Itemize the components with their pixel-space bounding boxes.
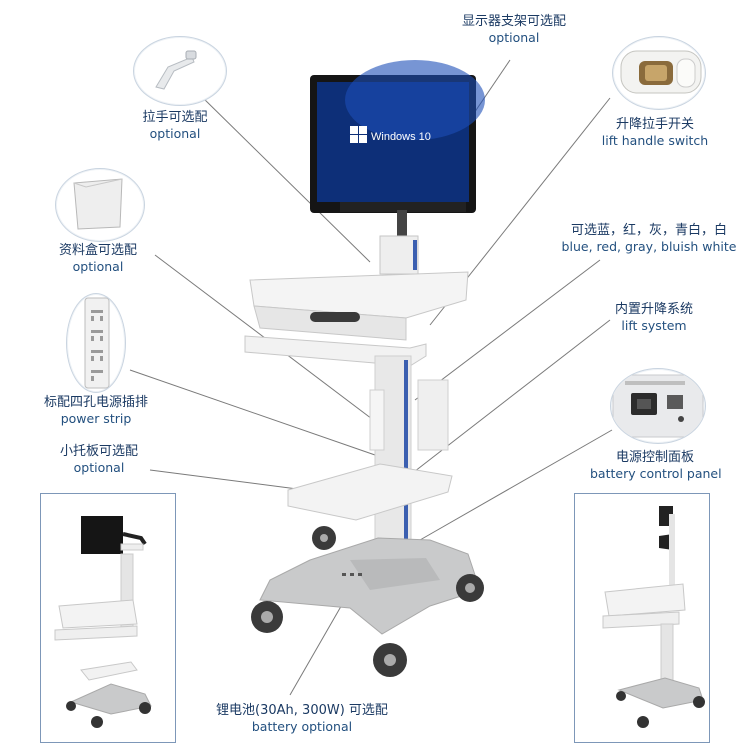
callout-handle-zh: 拉手可选配 (142, 110, 208, 125)
callout-colors-zh: 可选蓝，红，灰，青白，白 (570, 223, 727, 238)
callout-lift-system-zh: 内置升降系统 (614, 302, 693, 317)
leader-line-power-strip (129, 369, 376, 456)
control-panel-inset (610, 368, 706, 444)
callout-colors: 可选蓝，红，灰，青白，白 blue, red, gray, bluish whi… (556, 223, 742, 255)
monitor (310, 60, 485, 213)
leader-line-control-panel (419, 429, 613, 541)
callout-storage-box: 资料盒可选配 optional (40, 243, 156, 275)
callout-colors-en: blue, red, gray, bluish white (561, 239, 737, 255)
callout-lift-system: 内置升降系统 lift system (596, 302, 712, 334)
lift-switch-inset (612, 36, 706, 110)
handle-illustration (155, 50, 197, 90)
variant-right-cart (602, 506, 705, 728)
power-strip-illustration (84, 297, 110, 389)
callout-small-tray-zh: 小托板可选配 (59, 444, 138, 459)
callout-storage-box-en: optional (72, 259, 124, 275)
leader-line-colors (414, 259, 601, 401)
callout-battery-zh: 锂电池(30Ah, 300W) 可选配 (216, 703, 388, 718)
callout-battery: 锂电池(30Ah, 300W) 可选配 battery optional (212, 703, 392, 735)
control-panel-illustration (612, 374, 704, 438)
lift-switch-illustration (620, 50, 702, 94)
callout-control-panel-en: battery control panel (590, 466, 722, 482)
callout-handle-en: optional (149, 126, 201, 142)
callout-power-strip-zh: 标配四孔电源插排 (43, 395, 148, 410)
callout-control-panel-zh: 电源控制面板 (615, 450, 694, 465)
callout-power-strip: 标配四孔电源插排 power strip (28, 395, 164, 427)
leader-line-handle (199, 94, 371, 263)
main-cart-illustration (244, 60, 485, 677)
variant-right-frame (574, 493, 710, 743)
callout-handle: 拉手可选配 optional (120, 110, 230, 142)
variant-left-cart (54, 516, 152, 728)
screen-os-label: Windows 10 (371, 131, 431, 143)
callout-control-panel: 电源控制面板 battery control panel (590, 450, 722, 482)
callout-lift-switch-en: lift handle switch (601, 133, 709, 149)
wheels (251, 526, 484, 677)
callout-small-tray: 小托板可选配 optional (44, 444, 154, 476)
storage-box-illustration (73, 178, 123, 230)
power-strip-inset (66, 293, 126, 393)
storage-box-inset (55, 168, 145, 242)
callout-monitor-mount-en: optional (488, 30, 540, 46)
variant-left-frame (40, 493, 176, 743)
callout-small-tray-en: optional (73, 460, 125, 476)
callout-lift-switch-zh: 升降拉手开关 (615, 117, 694, 132)
callout-battery-en: battery optional (251, 719, 353, 735)
callout-lift-switch: 升降拉手开关 lift handle switch (595, 117, 715, 149)
callout-monitor-mount-zh: 显示器支架可选配 (461, 14, 566, 29)
callout-storage-box-zh: 资料盒可选配 (58, 243, 137, 258)
leader-line-small-tray (149, 469, 306, 491)
handle-inset (133, 36, 227, 106)
callout-power-strip-en: power strip (60, 411, 132, 427)
callout-lift-system-en: lift system (621, 318, 687, 334)
callout-monitor-mount: 显示器支架可选配 optional (450, 14, 578, 46)
